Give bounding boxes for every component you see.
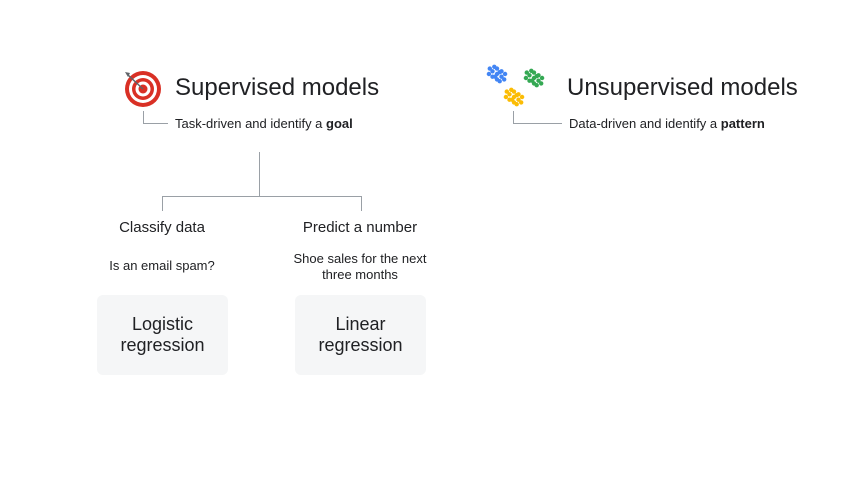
green-cluster-dot xyxy=(534,74,539,79)
algorithm-line: regression xyxy=(120,335,205,355)
green-cluster-dot xyxy=(539,81,544,86)
supervised-subtitle-emphasis: goal xyxy=(326,116,353,131)
green-cluster-dot xyxy=(527,73,532,78)
green-cluster-dot xyxy=(529,68,534,73)
algorithm-line: regression xyxy=(318,335,403,355)
yellow-cluster-dot xyxy=(519,94,525,100)
unsupervised-subtitle: Data-driven and identify a pattern xyxy=(569,116,765,131)
blue-cluster-dot xyxy=(502,77,507,82)
algorithm-line: Linear xyxy=(335,314,386,334)
blue-cluster-dot xyxy=(486,71,492,77)
blue-cluster-dot xyxy=(499,74,504,79)
green-cluster-dot xyxy=(530,78,535,83)
branch-classify-title: Classify data xyxy=(119,219,205,236)
blue-cluster-dot xyxy=(490,69,495,74)
supervised-title: Supervised models xyxy=(175,74,380,101)
blue-cluster-dot xyxy=(487,66,492,71)
green-cluster-dot xyxy=(536,78,541,83)
branch-classify-description: Is an email spam? xyxy=(109,258,215,273)
tree-trunk-line xyxy=(259,152,260,196)
yellow-cluster-dot xyxy=(516,97,521,102)
logistic-regression-box: Logistic regression xyxy=(97,295,228,375)
unsupervised-title: Unsupervised models xyxy=(567,74,798,101)
tree-branch-line xyxy=(162,196,362,211)
yellow-cluster-dot xyxy=(507,92,512,97)
yellow-cluster-dot xyxy=(509,87,514,92)
yellow-cluster-dot xyxy=(514,102,519,107)
blue-cluster-dot xyxy=(492,64,497,69)
yellow-cluster-dot xyxy=(519,100,524,105)
yellow-cluster-dot xyxy=(504,89,509,94)
unsupervised-subtitle-text: Data-driven and identify a xyxy=(569,116,721,131)
blue-cluster-dot xyxy=(493,74,498,79)
linear-regression-box: Linear regression xyxy=(295,295,426,375)
blue-cluster-dot xyxy=(497,79,502,84)
blue-cluster-dot xyxy=(502,71,508,77)
yellow-cluster-dot xyxy=(514,93,519,98)
branch-predict-description: Shoe sales for the next three months xyxy=(275,251,445,283)
algorithm-line: Logistic xyxy=(131,314,193,334)
target-icon xyxy=(124,70,162,108)
unsupervised-subtitle-emphasis: pattern xyxy=(720,116,765,131)
supervised-subtitle: Task-driven and identify a goal xyxy=(175,116,353,131)
supervised-subtitle-connector xyxy=(143,111,168,124)
green-cluster-dot xyxy=(523,75,529,81)
supervised-subtitle-text: Task-driven and identify a xyxy=(175,116,327,131)
description-line: Shoe sales for the next xyxy=(293,251,427,266)
green-cluster-dot xyxy=(524,70,529,75)
clusters-icon xyxy=(484,64,548,110)
green-cluster-dot xyxy=(534,83,539,88)
green-cluster-dot xyxy=(539,75,545,81)
branch-predict-title: Predict a number xyxy=(302,219,418,236)
yellow-cluster-dot xyxy=(510,97,515,102)
blue-cluster-dot xyxy=(497,70,502,75)
unsupervised-subtitle-connector xyxy=(513,111,562,124)
yellow-cluster-dot xyxy=(503,94,509,100)
description-line: three months xyxy=(322,267,398,282)
